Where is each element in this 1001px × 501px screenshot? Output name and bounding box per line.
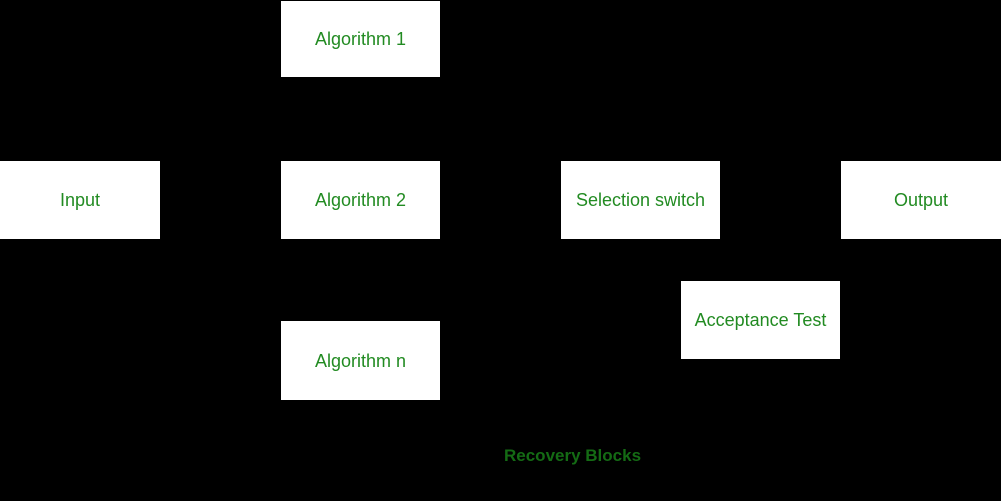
node-input: Input	[0, 161, 160, 239]
node-acceptance-test-label: Acceptance Test	[694, 310, 827, 330]
node-algorithm-2: Algorithm 2	[281, 161, 440, 239]
node-algorithm-1: Algorithm 1	[281, 1, 440, 77]
node-selection-switch: Selection switch	[561, 161, 720, 239]
node-output-label: Output	[893, 190, 949, 210]
node-output: Output	[841, 161, 1001, 239]
node-algorithm-n: Algorithm n	[281, 321, 440, 400]
diagram-caption: Recovery Blocks	[504, 446, 642, 465]
node-algorithm-2-label: Algorithm 2	[314, 190, 407, 210]
node-algorithm-n-label: Algorithm n	[314, 350, 407, 371]
node-acceptance-test: Acceptance Test	[681, 281, 840, 359]
node-input-label: Input	[59, 190, 101, 210]
node-algorithm-1-label: Algorithm 1	[314, 29, 407, 49]
node-selection-switch-label: Selection switch	[575, 190, 706, 210]
